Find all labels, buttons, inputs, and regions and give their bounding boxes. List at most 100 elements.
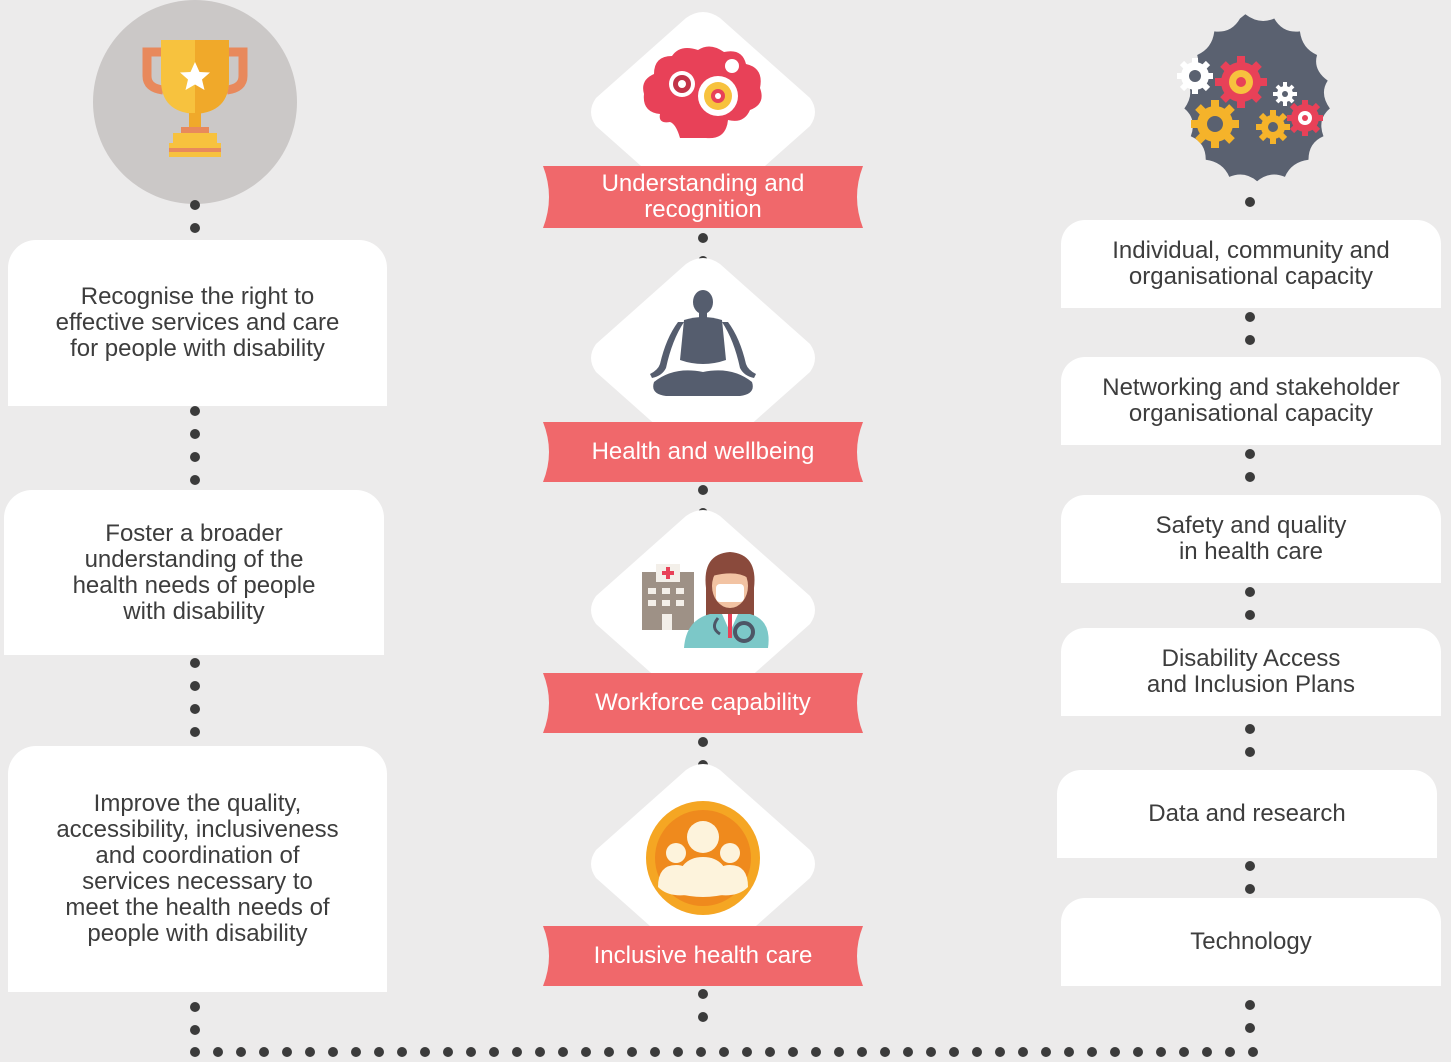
connector-dot [1179,1047,1189,1057]
connector-dot [213,1047,223,1057]
doctor-hospital-icon [642,552,769,648]
connector-dot [742,1047,752,1057]
connector-dot [1245,335,1255,345]
connector-dot [765,1047,775,1057]
trophy-icon [93,0,297,204]
connector-dot [834,1047,844,1057]
connector-dot [512,1047,522,1057]
connector-dot [1245,472,1255,482]
connector-dot [1245,1000,1255,1010]
connector-dot [1087,1047,1097,1057]
connector-dot [558,1047,568,1057]
connector-dot [190,727,200,737]
connector-dot [328,1047,338,1057]
left-card-3-label: Improve the quality, accessibility, incl… [56,790,339,947]
ribbon-label: Inclusive health care [593,942,813,969]
connector-dot [535,1047,545,1057]
connector-dot [698,737,708,747]
connector-dot [972,1047,982,1057]
connector-dot [190,658,200,668]
left-card-2-label: Foster a broader understanding of the he… [72,519,316,625]
brain-gears-icon [643,46,762,139]
connector-dot [190,681,200,691]
connector-dot [443,1047,453,1057]
connector-dot [1110,1047,1120,1057]
right-card-1-label: Individual, community and organisational… [1112,237,1390,290]
connector-dot [420,1047,430,1057]
connector-dot [857,1047,867,1057]
connector-dot [1041,1047,1051,1057]
trophy-badge [93,0,297,204]
ribbon-understanding: Understanding and recognition [543,166,863,228]
connector-dot [698,1012,708,1022]
connector-dot [903,1047,913,1057]
connector-dot [949,1047,959,1057]
connector-dot [190,200,200,210]
connector-dot [604,1047,614,1057]
meditation-icon [650,290,756,396]
connector-dot [305,1047,315,1057]
connector-dot [995,1047,1005,1057]
connector-dot [374,1047,384,1057]
connector-dot [698,233,708,243]
connector-dot [1202,1047,1212,1057]
connector-dot [190,452,200,462]
right-card-6: Technology [1061,898,1441,986]
connector-dot [236,1047,246,1057]
right-card-3-label: Safety and quality in health care [1155,512,1347,565]
right-card-2: Networking and stakeholder organisationa… [1061,357,1441,445]
connector-dot [1225,1047,1235,1057]
connector-dot [259,1047,269,1057]
right-card-4: Disability Access and Inclusion Plans [1061,628,1441,716]
connector-dot [1133,1047,1143,1057]
ribbon-inclusive: Inclusive health care [543,926,863,986]
right-card-3: Safety and quality in health care [1061,495,1441,583]
connector-dot [673,1047,683,1057]
connector-dot [1245,610,1255,620]
ribbon-label: Understanding and recognition [601,170,805,223]
connector-dot [489,1047,499,1057]
connector-dot [880,1047,890,1057]
connector-dot [466,1047,476,1057]
connector-dot [190,1002,200,1012]
connector-dot [1245,312,1255,322]
connector-dot [698,485,708,495]
connector-dot [1245,587,1255,597]
connector-dot [351,1047,361,1057]
connector-dot [627,1047,637,1057]
connector-dot [650,1047,660,1057]
ribbon-health: Health and wellbeing [543,422,863,482]
right-card-4-label: Disability Access and Inclusion Plans [1146,645,1356,698]
left-card-1: Recognise the right to effective service… [8,240,387,406]
connector-dot [1245,724,1255,734]
connector-dot [926,1047,936,1057]
right-card-1: Individual, community and organisational… [1061,220,1441,308]
connector-dot [282,1047,292,1057]
ribbon-label: Workforce capability [595,689,811,716]
right-card-2-label: Networking and stakeholder organisationa… [1102,374,1400,427]
right-card-5-label: Data and research [1148,800,1346,827]
connector-dot [1156,1047,1166,1057]
connector-dot [190,1047,200,1057]
gears-badge-icon [1177,14,1330,182]
right-card-6-label: Technology [1190,928,1312,955]
connector-dot [190,429,200,439]
connector-dot [1245,747,1255,757]
connector-dot [719,1047,729,1057]
connector-dot [581,1047,591,1057]
connector-dot [190,1025,200,1035]
connector-dot [698,989,708,999]
connector-dot [1245,197,1255,207]
connector-dot [1245,861,1255,871]
left-card-3: Improve the quality, accessibility, incl… [8,746,387,992]
connector-dot [696,1047,706,1057]
connector-dot [397,1047,407,1057]
connector-dot [1018,1047,1028,1057]
connector-dot [1248,1047,1258,1057]
connector-dot [1245,1023,1255,1033]
diamond-tile [591,510,815,710]
right-card-5: Data and research [1057,770,1437,858]
connector-dot [190,223,200,233]
connector-dot [190,475,200,485]
connector-dot [1064,1047,1074,1057]
